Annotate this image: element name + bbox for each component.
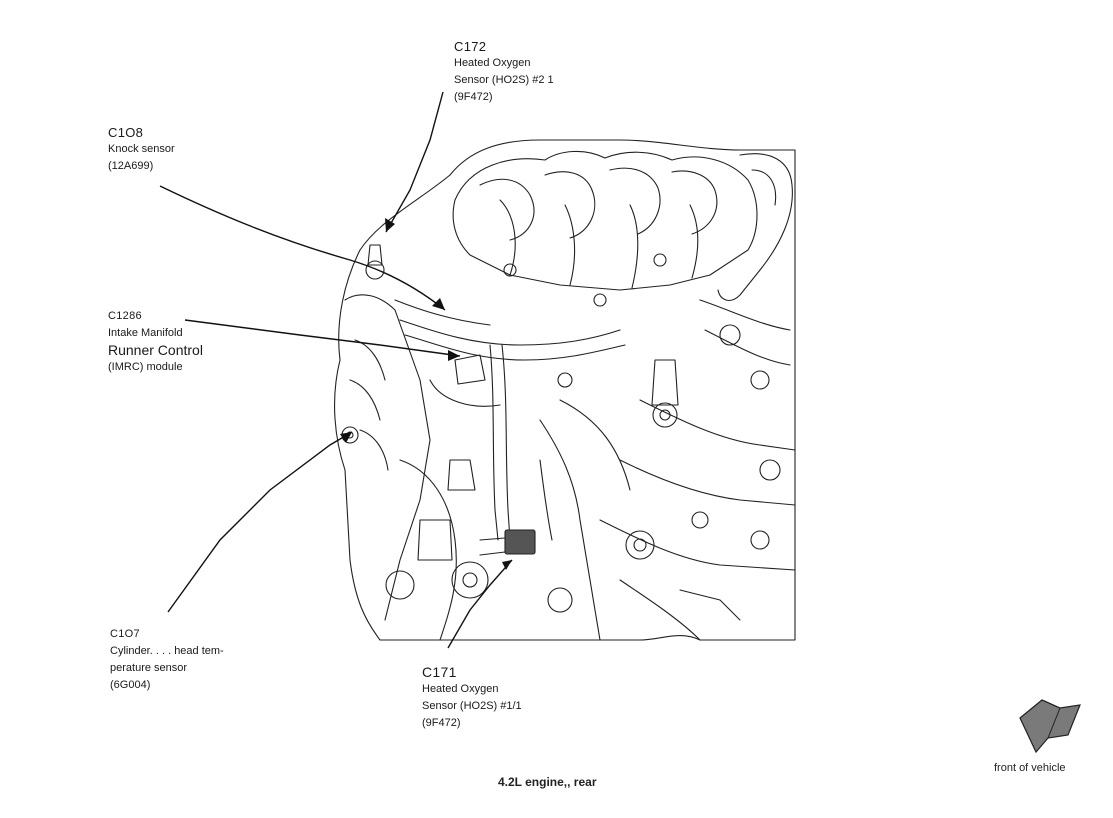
c107-leader <box>167 431 353 613</box>
c172-line-2: Sensor (HO2S) #2 1 <box>454 74 554 86</box>
c108-line-1: Knock sensor <box>108 143 175 155</box>
direction-arrow-icon <box>1019 699 1081 754</box>
c172-label: C172 Heated Oxygen Sensor (HO2S) #2 1 (9… <box>454 38 554 106</box>
c1286-label: C1286 Intake Manifold Runner Control (IM… <box>108 308 203 376</box>
c1286-line-3: (IMRC) module <box>108 361 183 373</box>
c172-code: C172 <box>454 39 487 54</box>
c172-line-3: (9F472) <box>454 91 493 103</box>
c107-line-1: Cylinder. . . . head tem- <box>110 645 224 657</box>
c107-code: C1O7 <box>110 628 140 640</box>
c1286-line-1: Intake Manifold <box>108 327 183 339</box>
c171-line-2: Sensor (HO2S) #1/1 <box>422 700 522 712</box>
front-of-vehicle-label: front of vehicle <box>994 762 1066 774</box>
right-cylinder-head <box>639 399 796 451</box>
c108-code: C1O8 <box>108 125 144 140</box>
c171-connector <box>504 529 536 555</box>
c172-leader <box>385 91 444 233</box>
c108-leader <box>159 185 446 311</box>
c1286-code: C1286 <box>108 310 142 322</box>
c171-line-1: Heated Oxygen <box>422 683 499 695</box>
c107-line-2: perature sensor <box>110 662 188 674</box>
c171-code: C171 <box>422 664 457 680</box>
c107-label: C1O7 Cylinder. . . . head tem- perature … <box>110 626 224 694</box>
c107-line-3: (6G004) <box>110 679 151 691</box>
c171-label: C171 Heated Oxygen Sensor (HO2S) #1/1 (9… <box>422 664 522 732</box>
c171-leader <box>447 559 513 649</box>
c108-line-2: (12A699) <box>108 160 154 172</box>
c172-line-1: Heated Oxygen <box>454 57 531 69</box>
diagram-caption: 4.2L engine,, rear <box>498 775 597 789</box>
c1286-line-2: Runner Control <box>108 342 203 358</box>
left-cylinder-head <box>344 294 431 621</box>
crossover-hose <box>399 319 621 346</box>
engine-outline <box>334 139 796 641</box>
c171-line-3: (9F472) <box>422 717 461 729</box>
c108-label: C1O8 Knock sensor (12A699) <box>108 124 175 175</box>
c1286-leader <box>184 319 461 357</box>
intake-manifold <box>452 150 758 291</box>
